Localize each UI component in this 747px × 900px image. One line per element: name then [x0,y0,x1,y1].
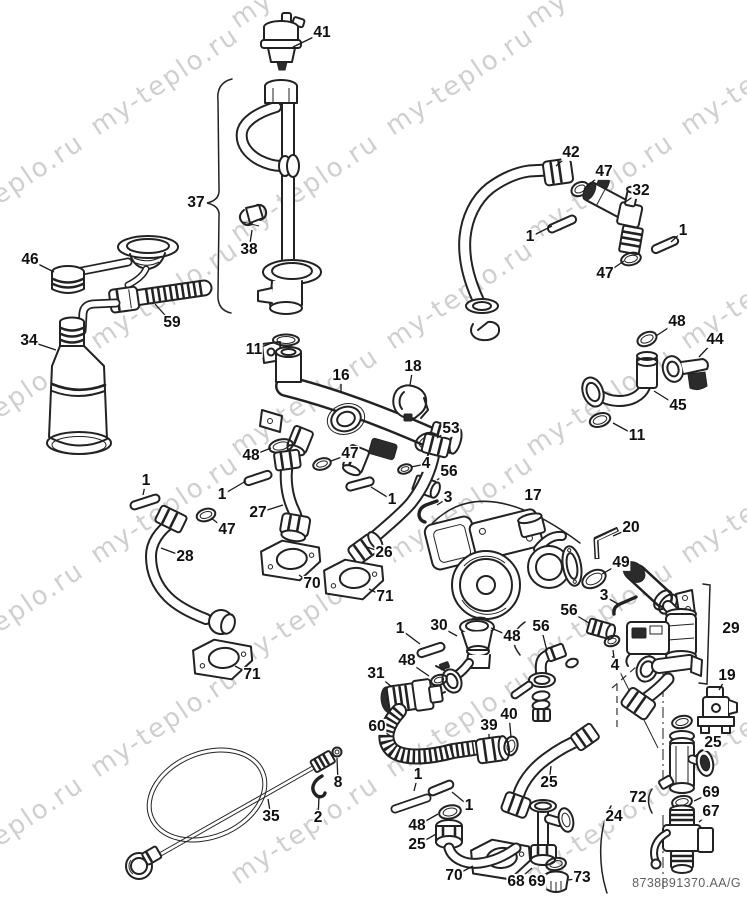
part-1-pin-left-of-30 [416,641,446,659]
part-46-siphon-funnel [51,235,179,294]
part-31-adapter [380,678,444,714]
part-37-pipe-assembly [235,79,322,315]
part-38-clip [238,203,268,227]
part-44-flange [661,355,709,391]
part-28-pipe [145,504,236,635]
part-68-elbow [529,799,575,866]
part-29-diverter-valve [620,561,703,730]
part-70-plate [260,539,322,582]
part-56-elbow [510,642,579,722]
part-11-oring-top [272,333,300,347]
part-45-pipe [581,330,709,428]
part-67-valve [650,804,714,874]
part-42-pipe [458,157,575,342]
part-17-pump [423,508,583,634]
part-25-tube-right [658,730,715,794]
part-11-oring-right [588,412,612,428]
part-3-pin [612,595,638,616]
bottom-left-hardware [390,779,522,869]
part-56-fitting [585,617,621,648]
part-8-ring [331,746,343,758]
part-71-plate [323,558,385,601]
part-41-air-vent [260,12,306,71]
part-18-clip [392,384,429,422]
part-69-oring [545,856,567,872]
part-32-venturi [546,176,680,267]
part-71-plate-lower [192,638,254,681]
part-27-pipe [273,448,312,543]
part-59-corrugated-hose [77,279,213,336]
part-49-oring [581,568,607,590]
part-35-capillary-sensor [125,747,336,880]
part-60-corrugated-hose [378,703,482,765]
part-30-connector [435,618,495,697]
part-73-cap [543,870,569,893]
part-25-pipe-center [500,722,600,819]
part-34-condensate-trap [46,316,112,455]
part-2-clip [311,774,327,799]
drawing-number: 8738891370.AA/G [632,876,741,890]
part-40-oring [503,735,519,757]
part-20-clip [593,526,620,560]
part-19-solenoid [697,686,738,734]
